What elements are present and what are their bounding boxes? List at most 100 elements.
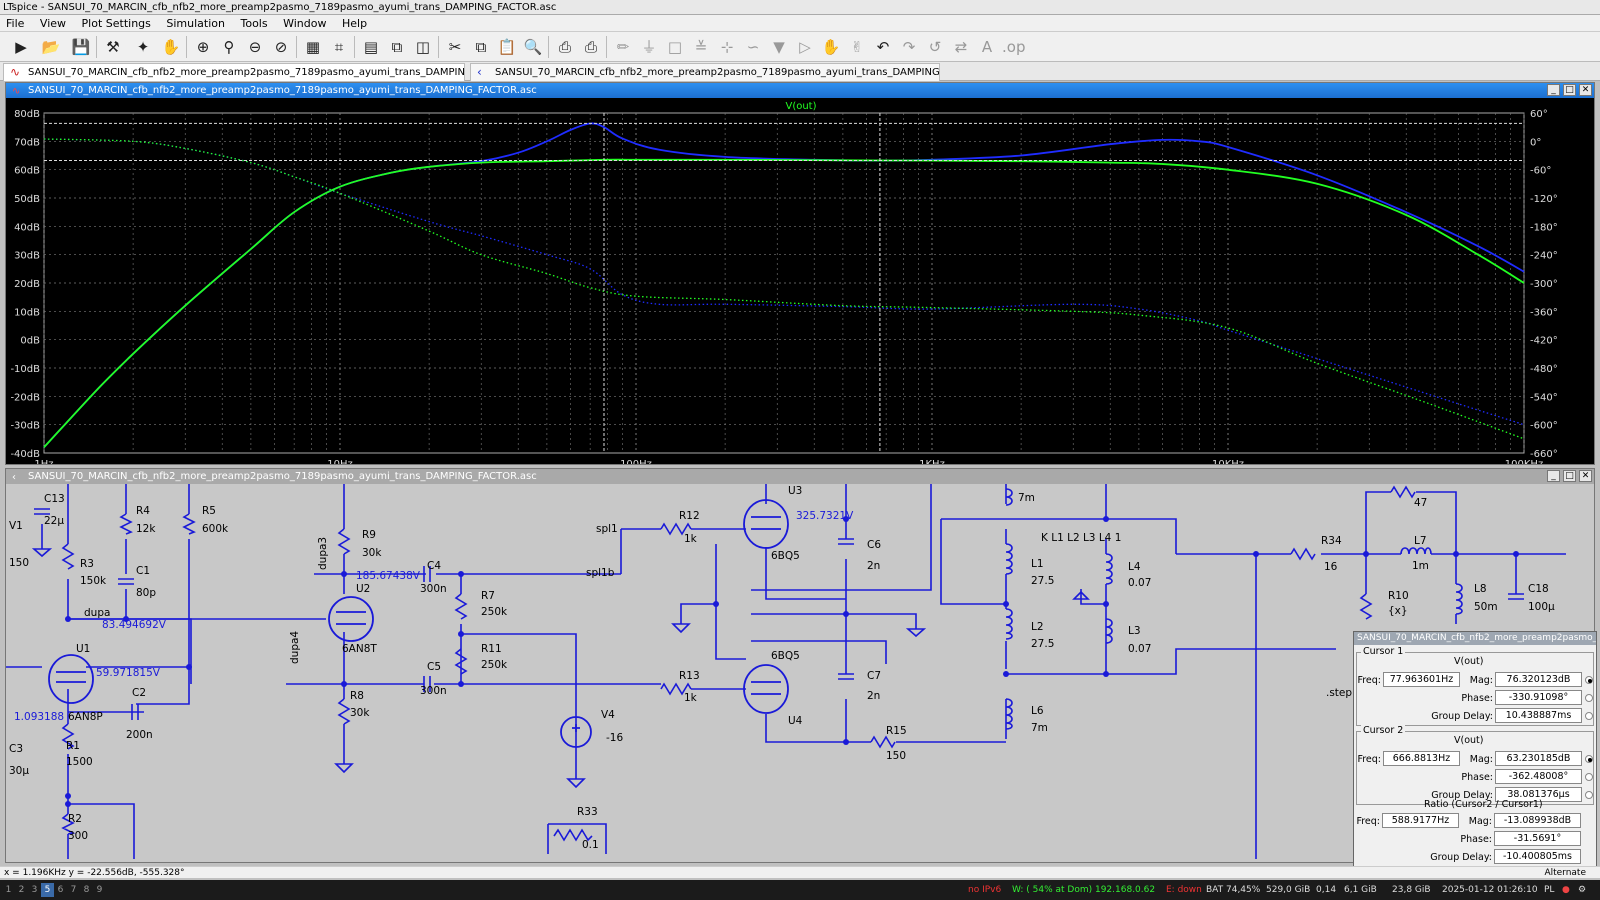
autorange-icon[interactable]: ▦ xyxy=(305,38,321,56)
undo-icon[interactable]: ↶ xyxy=(876,38,890,56)
zoom-area-icon[interactable]: ⚲ xyxy=(223,38,235,56)
workspace-5[interactable]: 5 xyxy=(41,883,54,897)
menu-window[interactable]: Window xyxy=(283,17,327,30)
cursor2-gd-radio[interactable] xyxy=(1585,791,1593,799)
workspace-1[interactable]: 1 xyxy=(5,885,12,895)
cascade-icon[interactable]: ⧉ xyxy=(391,38,403,56)
menu-view[interactable]: View xyxy=(39,17,67,30)
c3-label: C3 xyxy=(9,743,23,755)
tab-schematic[interactable]: ‹ SANSUI_70_MARCIN_cfb_nfb2_more_preamp2… xyxy=(470,63,940,81)
mirror-icon[interactable]: ⇄ xyxy=(954,38,968,56)
cursor2-freq-field[interactable]: 666.8813Hz xyxy=(1383,751,1460,766)
cursor2-mag-field[interactable]: 63.230185dB xyxy=(1495,751,1582,766)
cursor1-mag-radio[interactable] xyxy=(1585,676,1593,684)
cursor-readout-panel: SANSUI_70_MARCIN_cfb_nfb2_more_preamp2pa… xyxy=(1353,631,1597,868)
minimize-button[interactable]: _ xyxy=(1547,470,1560,482)
move-hand-icon[interactable]: ✋ xyxy=(821,38,841,56)
ratio-group-delay-field[interactable]: -10.400805ms xyxy=(1494,849,1581,864)
workspace-7[interactable]: 7 xyxy=(70,885,77,895)
cursor1-freq-field[interactable]: 77.963601Hz xyxy=(1383,672,1460,687)
tray-settings-icon[interactable]: ⚙ xyxy=(1578,885,1587,895)
copy-icon[interactable]: ⧉ xyxy=(475,38,487,56)
x-tick-label: 1Hz xyxy=(34,459,53,464)
rotate-icon[interactable]: ↺ xyxy=(928,38,942,56)
trace-label-vout[interactable]: V(out) xyxy=(785,101,816,112)
close-button[interactable]: ✕ xyxy=(1579,84,1592,96)
close-button[interactable]: ✕ xyxy=(1579,470,1592,482)
maximize-button[interactable]: □ xyxy=(1563,470,1576,482)
probe-icon[interactable]: ✦ xyxy=(136,38,150,56)
memory-status: 6,1 GiB xyxy=(1344,885,1377,895)
save-icon[interactable]: 💾 xyxy=(71,38,91,56)
menu-plot-settings[interactable]: Plot Settings xyxy=(81,17,151,30)
disk-status: 529,0 GiB xyxy=(1266,885,1311,895)
cursor2-mag-radio[interactable] xyxy=(1585,755,1593,763)
minimize-button[interactable]: _ xyxy=(1547,84,1560,96)
workspace-8[interactable]: 8 xyxy=(83,885,90,895)
inductor-icon[interactable]: ∽ xyxy=(746,38,760,56)
menu-file[interactable]: File xyxy=(6,17,25,30)
mag-label: Mag: xyxy=(1468,816,1492,827)
cursor1-phase-radio[interactable] xyxy=(1585,694,1593,702)
paste-icon[interactable]: 📋 xyxy=(497,38,517,56)
cursor1-gd-radio[interactable] xyxy=(1585,712,1593,720)
y-right-tick-label: -480° xyxy=(1530,364,1558,375)
text-icon[interactable]: A xyxy=(981,38,993,56)
group-delay-label: Group Delay: xyxy=(1431,790,1493,801)
marker-icon[interactable]: ⌗ xyxy=(334,38,344,56)
redo-icon[interactable]: ↷ xyxy=(902,38,916,56)
pan-hand-icon[interactable]: ✋ xyxy=(161,38,181,56)
maximize-button[interactable]: □ xyxy=(1563,84,1576,96)
cursor2-phase-field[interactable]: -362.48008° xyxy=(1495,769,1582,784)
zoom-out-icon[interactable]: ⊖ xyxy=(248,38,262,56)
menu-help[interactable]: Help xyxy=(341,17,368,30)
resistors xyxy=(61,485,1416,842)
schematic-canvas[interactable]: C13 22µ R4 12k R5 600k R3 150k C1 80p U1… xyxy=(6,484,1594,862)
control-panel-icon[interactable]: ⚒ xyxy=(106,38,120,56)
workspace-3[interactable]: 3 xyxy=(31,885,38,895)
diode-icon[interactable]: ▼ xyxy=(773,38,785,56)
print-preview-icon[interactable]: ⎙ xyxy=(558,38,571,56)
l6-label: L6 xyxy=(1031,705,1044,717)
zoom-fit-icon[interactable]: ⊘ xyxy=(274,38,288,56)
l3-label: L3 xyxy=(1128,625,1141,637)
run-icon[interactable]: ▶ xyxy=(15,38,27,56)
r1-label: R1 xyxy=(66,740,80,752)
cut-icon[interactable]: ✂ xyxy=(448,38,462,56)
label-net-icon[interactable]: □ xyxy=(667,38,683,56)
ratio-phase-field[interactable]: -31.5691° xyxy=(1494,831,1581,846)
spice-directive-icon[interactable]: .op xyxy=(1002,38,1026,56)
tab-waveform[interactable]: ∿ SANSUI_70_MARCIN_cfb_nfb2_more_preamp2… xyxy=(3,63,465,81)
wire-icon[interactable]: ✏ xyxy=(616,38,630,56)
ground-icon[interactable]: ⏚ xyxy=(641,38,657,56)
l8-label: L8 xyxy=(1474,583,1487,595)
u4-value: 6BQ5 xyxy=(771,650,800,662)
r15-label: R15 xyxy=(886,725,907,737)
tile-vertical-icon[interactable]: ◫ xyxy=(415,38,431,56)
cursor2-group-delay-field[interactable]: 38.081376µs xyxy=(1495,787,1582,802)
component-icon[interactable]: ▷ xyxy=(799,38,811,56)
cursor1-phase-field[interactable]: -330.91098° xyxy=(1495,690,1582,705)
zoom-in-icon[interactable]: ⊕ xyxy=(196,38,210,56)
open-folder-icon[interactable]: 📂 xyxy=(41,38,61,56)
tray-icon[interactable]: ● xyxy=(1562,885,1570,895)
cursor1-group-delay-field[interactable]: 10.438887ms xyxy=(1495,708,1582,723)
drag-hand-icon[interactable]: ✌ xyxy=(850,38,864,56)
cursor2-phase-radio[interactable] xyxy=(1585,773,1593,781)
workspace-9[interactable]: 9 xyxy=(96,885,103,895)
y-left-tick-label: 0dB xyxy=(20,336,40,347)
resistor-icon[interactable]: ≚ xyxy=(694,38,708,56)
workspace-2[interactable]: 2 xyxy=(18,885,25,895)
print-icon[interactable]: ⎙ xyxy=(584,38,597,56)
menu-tools[interactable]: Tools xyxy=(240,17,268,30)
tile-horizontal-icon[interactable]: ▤ xyxy=(363,38,379,56)
menu-simulation[interactable]: Simulation xyxy=(166,17,225,30)
ratio-mag-field[interactable]: -13.089938dB xyxy=(1494,813,1581,828)
bode-plot[interactable]: 80dB70dB60dB50dB40dB30dB20dB10dB0dB-10dB… xyxy=(6,98,1594,464)
ratio-freq-field[interactable]: 588.9177Hz xyxy=(1382,813,1459,828)
find-icon[interactable]: 🔍 xyxy=(523,38,543,56)
workspace-6[interactable]: 6 xyxy=(57,885,64,895)
cursor1-mag-field[interactable]: 76.320123dB xyxy=(1495,672,1582,687)
r8-value: 30k xyxy=(350,707,370,719)
capacitor-icon[interactable]: ⊹ xyxy=(720,38,734,56)
